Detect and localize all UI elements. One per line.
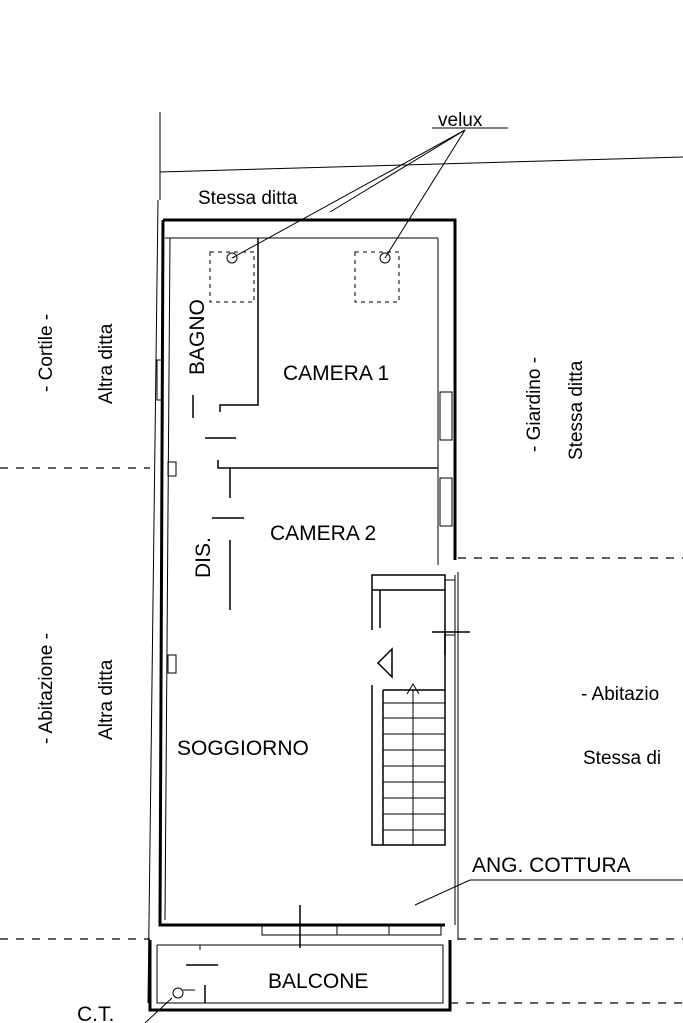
room-label-soggiorno: SOGGIORNO [177,737,309,760]
velux-label: velux [438,110,483,131]
room-label-ang-cottura: ANG. COTTURA [472,854,631,877]
neighbour-altra-ditta-upper: Altra ditta [96,323,117,404]
neighbour-cortile: - Cortile - [36,314,57,392]
windows [156,359,470,948]
neighbour-abitazione-left: - Abitazione - [36,633,57,744]
centrale-termica [144,987,195,1023]
room-label-camera-1: CAMERA 1 [283,362,389,385]
interior-walls [192,238,446,846]
staircase [376,647,445,845]
stessa-ditta-top-label: Stessa ditta [198,188,298,209]
neighbour-stessa-ditta-right: Stessa ditta [566,360,587,460]
velux-skylights [209,129,466,303]
room-label-camera-2: CAMERA 2 [270,522,376,545]
room-label-balcone: BALCONE [268,970,368,993]
room-label-bagno: BAGNO [186,299,209,375]
balcony [148,940,452,1012]
neighbour-altra-ditta-lower: Altra ditta [96,659,117,740]
room-label-ct: C.T. [77,1003,114,1023]
room-label-dis: DIS. [192,537,215,578]
boundary-lines [0,112,683,1004]
neighbour-abitazione-right: - Abitazio [581,684,659,705]
neighbour-stessa-ditta-right-lower: Stessa di [583,748,661,769]
neighbour-giardino: - Giardino - [524,357,545,452]
kitchen-leader [414,879,683,906]
